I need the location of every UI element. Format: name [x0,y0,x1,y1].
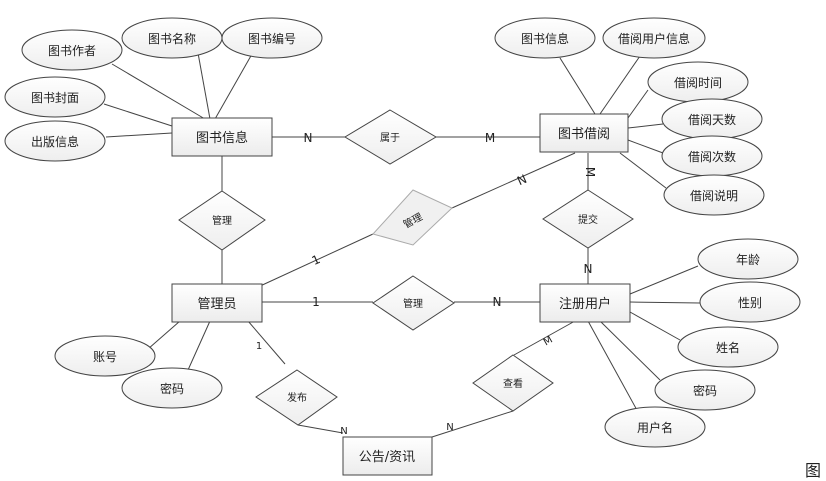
entity-label: 管理员 [197,297,236,312]
relation-manage-user[interactable]: 管理 [372,275,455,331]
attr-label: 借阅次数 [688,149,736,164]
attr-borrow-days: 借阅天数 [661,98,763,140]
attr-label: 借阅用户信息 [618,31,690,46]
cardinality-label: N [584,262,593,276]
attr-admin-password: 密码 [121,367,223,409]
entity-label: 注册用户 [559,296,611,312]
relation-manage-book[interactable]: 管理 [178,190,266,251]
attr-publish-info: 出版信息 [4,120,106,162]
attr-borrow-time: 借阅时间 [647,61,749,103]
relation-label: 管理 [212,214,232,227]
relation-label: 管理 [403,297,423,310]
relation-manage-borrow[interactable]: 管理 [372,189,453,246]
relation-label: 属于 [380,132,400,144]
relation-view[interactable]: 查看 [472,354,554,412]
attr-book-author: 图书作者 [21,29,123,71]
attr-borrow-book-info: 图书信息 [494,17,596,59]
connector-lines [103,52,701,438]
cardinality-label: M [542,335,555,349]
attr-label: 图书信息 [521,31,569,46]
attr-user-gender: 性别 [699,281,801,323]
attr-user-age: 年龄 [697,238,799,280]
attr-label: 借阅天数 [688,112,736,127]
figure-caption: 图 [805,461,821,480]
cardinality-label: N [340,426,347,437]
cardinality-labels: N M N 1 M N 1 N 1 N N M [256,131,597,437]
attr-label: 图书封面 [31,91,79,105]
entity-notice[interactable]: 公告/资讯 [342,436,433,476]
entity-reg-user[interactable]: 注册用户 [539,283,631,323]
cardinality-label: N [493,295,502,309]
relation-publish[interactable]: 发布 [255,369,338,426]
attr-label: 图书作者 [48,44,96,58]
relation-label: 发布 [287,391,307,404]
attr-label: 性别 [738,296,762,310]
entity-label: 图书借阅 [558,127,610,142]
attr-book-name: 图书名称 [121,17,223,59]
relation-label: 查看 [503,377,523,390]
entity-admin[interactable]: 管理员 [171,283,263,323]
entity-label: 图书信息 [196,130,248,146]
attr-label: 借阅时间 [674,76,722,90]
attr-label: 出版信息 [31,134,79,149]
attr-label: 图书名称 [148,31,196,46]
relation-belongs[interactable]: 属于 [344,109,437,165]
attr-user-password: 密码 [654,369,756,411]
cardinality-label: N [446,422,453,433]
attr-book-no: 图书编号 [221,17,323,59]
cardinality-label: 1 [256,341,262,352]
attr-label: 密码 [693,383,717,398]
attr-user-username: 用户名 [604,406,706,448]
entity-label: 公告/资讯 [359,450,415,465]
attr-label: 密码 [160,381,184,396]
cardinality-label: M [485,131,495,145]
attr-label: 图书编号 [248,31,296,46]
attr-label: 账号 [93,350,117,364]
relation-submit[interactable]: 提交 [542,189,634,249]
cardinality-label: 1 [312,295,320,309]
entity-book-borrow[interactable]: 图书借阅 [539,113,629,153]
attr-borrow-count: 借阅次数 [661,135,763,177]
relation-label: 提交 [578,213,598,226]
cardinality-label: N [304,131,313,145]
attr-label: 用户名 [637,420,673,435]
attr-book-cover: 图书封面 [4,76,106,118]
attr-borrow-user-info: 借阅用户信息 [602,17,706,59]
cardinality-label: M [583,167,597,177]
cardinality-label: 1 [310,252,323,268]
entity-book-info[interactable]: 图书信息 [171,117,273,157]
attr-label: 借阅说明 [690,188,738,203]
attr-label: 年龄 [736,253,760,267]
attr-admin-account: 账号 [54,335,156,377]
attr-user-name: 姓名 [677,326,779,368]
attr-borrow-note: 借阅说明 [663,174,765,216]
attr-label: 姓名 [716,340,740,355]
